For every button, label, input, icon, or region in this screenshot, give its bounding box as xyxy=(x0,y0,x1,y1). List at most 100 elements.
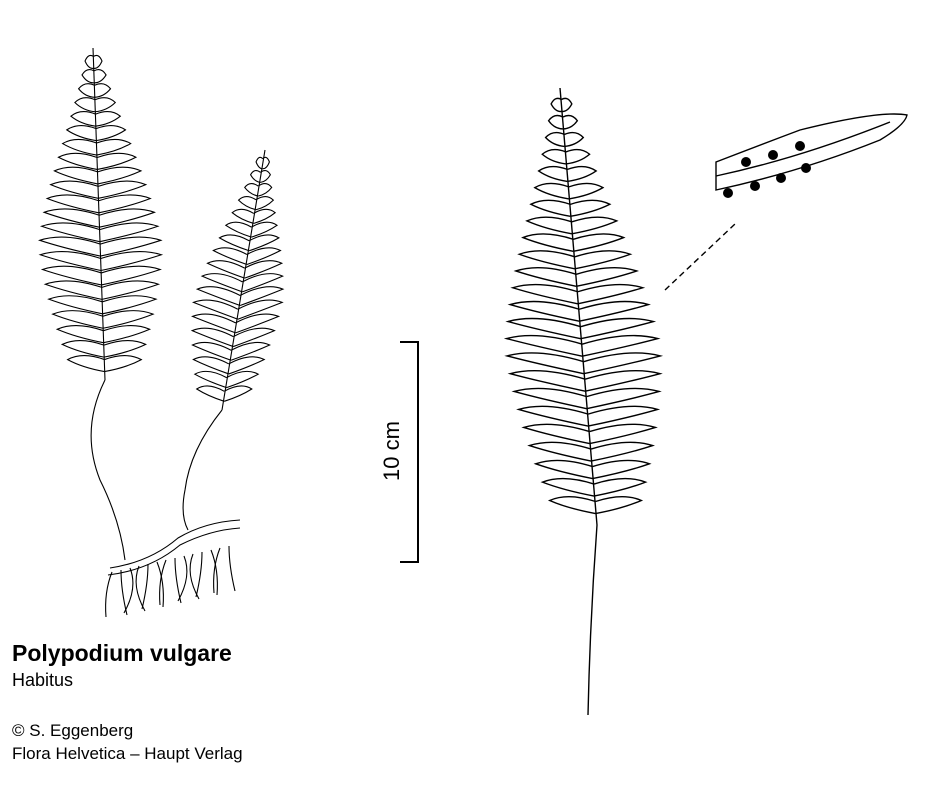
pinna xyxy=(60,340,105,358)
pinna xyxy=(521,233,574,253)
pinna xyxy=(102,295,158,315)
root xyxy=(159,559,167,606)
pinna xyxy=(96,152,138,171)
pinna xyxy=(38,236,101,257)
pinna xyxy=(574,250,633,270)
single-frond-drawing xyxy=(503,87,664,716)
pinna xyxy=(533,459,593,480)
pinna xyxy=(570,199,612,218)
pinna xyxy=(547,496,596,515)
pinna xyxy=(249,169,261,183)
pinna xyxy=(533,182,570,200)
pinna xyxy=(101,265,162,286)
pinna xyxy=(39,222,100,243)
source-text: Flora Helvetica – Haupt Verlag xyxy=(12,744,243,763)
pinna xyxy=(212,247,248,265)
pinna xyxy=(590,441,655,462)
pinna xyxy=(255,195,275,211)
pinna xyxy=(586,387,662,410)
rachis xyxy=(559,87,598,526)
pinna xyxy=(65,125,97,142)
pinna xyxy=(224,221,252,238)
pinna xyxy=(97,166,143,185)
pinna xyxy=(242,273,285,293)
pinna xyxy=(102,310,155,329)
pinna xyxy=(43,280,103,300)
pinna xyxy=(190,327,234,348)
pinna xyxy=(230,341,271,361)
pinna xyxy=(244,183,259,197)
pinna xyxy=(51,310,104,329)
pinna xyxy=(61,138,97,156)
pinna xyxy=(527,441,592,462)
pinna xyxy=(70,111,96,127)
pinna xyxy=(239,286,285,307)
pinna xyxy=(235,313,281,334)
root xyxy=(189,553,200,600)
pinna xyxy=(96,138,132,156)
pinna xyxy=(100,250,164,272)
root xyxy=(228,545,236,592)
pinna xyxy=(521,423,590,445)
species-name: Polypodium vulgare xyxy=(12,640,232,666)
pinna xyxy=(45,194,99,214)
pinna xyxy=(233,327,276,348)
stipe xyxy=(587,524,598,716)
pinna xyxy=(507,300,580,322)
pinna xyxy=(98,180,148,199)
root xyxy=(135,565,146,612)
pinna xyxy=(206,260,245,279)
pinna xyxy=(237,299,284,320)
pinna xyxy=(540,477,595,497)
pinna xyxy=(564,131,585,148)
root xyxy=(120,569,128,616)
pinna xyxy=(38,250,101,272)
scale-bar-label: 10 cm xyxy=(379,421,404,481)
pinna xyxy=(544,131,565,148)
root xyxy=(105,571,113,618)
pinna xyxy=(255,156,264,170)
pinna xyxy=(550,97,562,113)
pinna xyxy=(592,459,652,480)
pinna xyxy=(503,334,583,357)
pinna xyxy=(81,69,95,84)
rhizome xyxy=(107,519,241,576)
root xyxy=(177,555,188,602)
pinna xyxy=(218,234,250,252)
pinna xyxy=(223,385,253,402)
pinna xyxy=(573,233,626,253)
pinna xyxy=(98,194,152,214)
pinna xyxy=(191,299,239,320)
pinna xyxy=(541,148,567,165)
pinna xyxy=(226,370,260,389)
pinna xyxy=(94,83,112,98)
root xyxy=(141,563,149,610)
pinna xyxy=(99,222,160,243)
pinna xyxy=(510,283,578,305)
pinna xyxy=(95,111,122,127)
pinna xyxy=(568,182,605,200)
pinna xyxy=(579,300,651,322)
pinna xyxy=(191,341,232,361)
pinna xyxy=(246,247,282,265)
root xyxy=(156,561,164,608)
pinna xyxy=(587,405,661,427)
sori-detail-inset xyxy=(664,113,908,291)
pinna xyxy=(595,496,644,515)
pinna xyxy=(517,250,576,270)
pinna xyxy=(511,387,587,410)
pinna xyxy=(231,208,254,224)
pinna xyxy=(561,97,573,113)
pinna xyxy=(525,216,573,235)
pinna xyxy=(195,385,225,402)
pinna xyxy=(507,369,586,392)
pinna xyxy=(244,260,284,279)
pinna xyxy=(47,295,103,315)
pinna xyxy=(195,286,241,307)
pinna xyxy=(104,355,143,373)
rachis xyxy=(221,149,266,411)
pinna xyxy=(262,156,271,170)
pinna xyxy=(84,54,94,70)
pinna xyxy=(237,195,257,211)
pinna xyxy=(251,221,279,238)
